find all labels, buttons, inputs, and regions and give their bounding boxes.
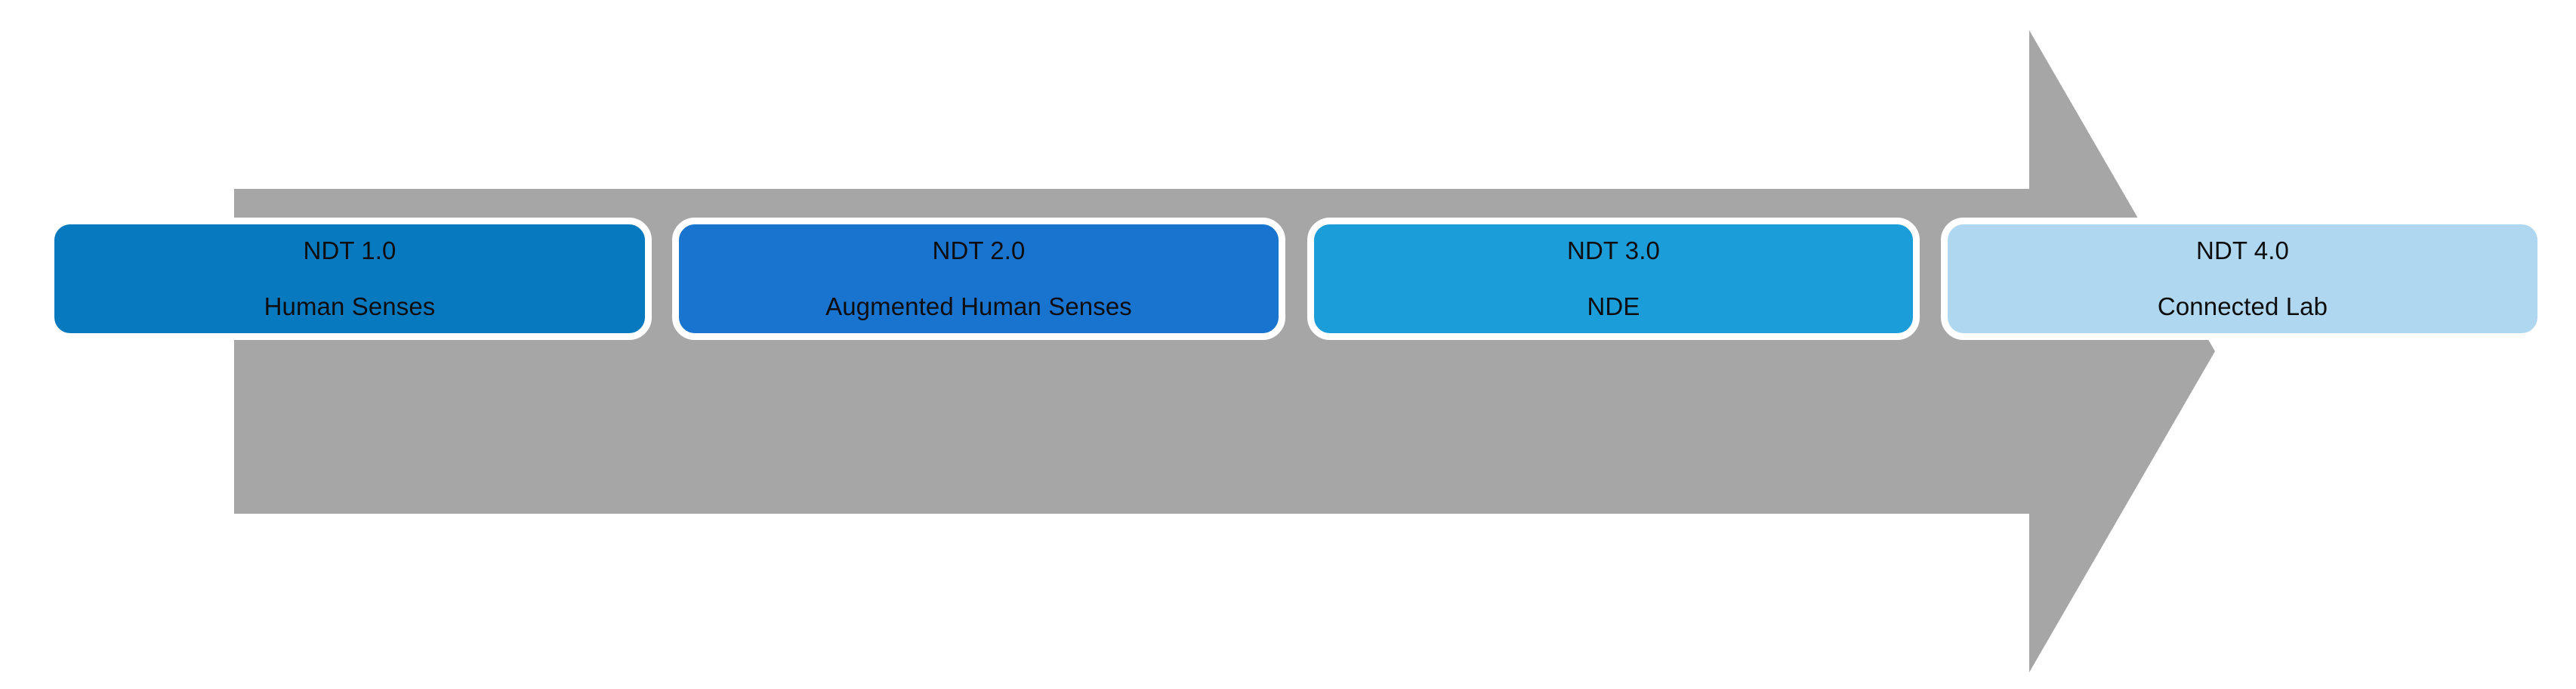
stage-subtitle: Augmented Human Senses — [825, 292, 1132, 320]
stage-box-ndt-2[interactable]: NDT 2.0 Augmented Human Senses — [672, 218, 1285, 340]
stage-subtitle: Human Senses — [264, 292, 436, 320]
stage-box-ndt-3[interactable]: NDT 3.0 NDE — [1307, 218, 1920, 340]
stage-box-ndt-4[interactable]: NDT 4.0 Connected Lab — [1941, 218, 2544, 340]
stage-title: NDT 4.0 — [2196, 236, 2289, 265]
arrow-polygon — [234, 30, 2215, 672]
stage-title: NDT 2.0 — [932, 236, 1026, 265]
stage-title: NDT 3.0 — [1567, 236, 1660, 265]
stage-subtitle: NDE — [1587, 292, 1640, 320]
stage-title: NDT 1.0 — [303, 236, 396, 265]
stage-box-ndt-1[interactable]: NDT 1.0 Human Senses — [48, 218, 652, 340]
stage-subtitle: Connected Lab — [2157, 292, 2328, 320]
